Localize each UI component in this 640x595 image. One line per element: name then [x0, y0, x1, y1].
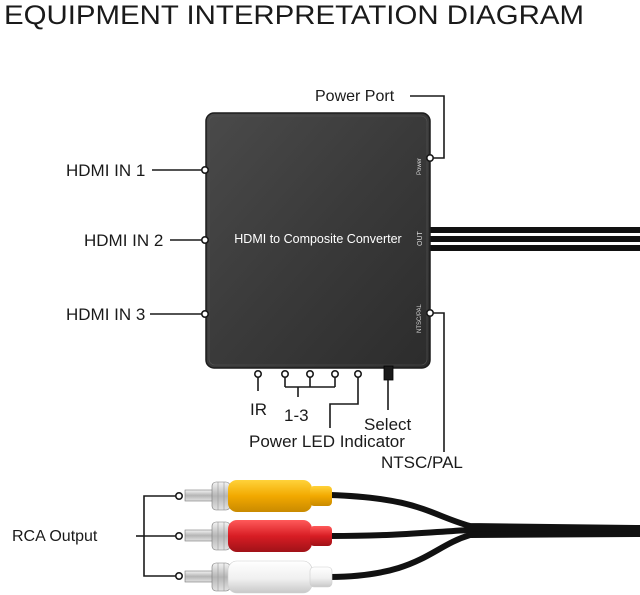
port-power-label: Power: [417, 158, 423, 175]
hdmi-in-3-label: HDMI IN 3: [66, 305, 145, 324]
rca-output-label: RCA Output: [12, 528, 98, 545]
ntsc-pal-callout: NTSC/PAL: [381, 308, 463, 472]
range-1-3-callout: 1-3: [280, 369, 339, 425]
converter-device: HDMI to Composite Converter Power OUT NT…: [205, 112, 431, 381]
hdmi-in-1-callout: HDMI IN 1: [66, 161, 210, 180]
power-led-callout: Power LED Indicator: [249, 369, 405, 451]
rca-plug-red: [184, 520, 332, 552]
hdmi-in-1-label: HDMI IN 1: [66, 161, 145, 180]
page-title: EQUIPMENT INTERPRETATION DIAGRAM: [4, 0, 584, 30]
hdmi-in-2-label: HDMI IN 2: [84, 231, 163, 250]
select-button: [383, 365, 394, 381]
rca-cables: [329, 492, 640, 580]
power-port-callout: Power Port: [315, 88, 445, 163]
hdmi-in-3-callout: HDMI IN 3: [66, 305, 210, 324]
ir-callout: IR: [250, 369, 267, 419]
hdmi-in-2-callout: HDMI IN 2: [84, 231, 210, 250]
device-name: HDMI to Composite Converter: [234, 232, 401, 246]
port-out-label: OUT: [417, 231, 424, 247]
ntsc-pal-label: NTSC/PAL: [381, 453, 463, 472]
power-led-label: Power LED Indicator: [249, 432, 405, 451]
select-label: Select: [364, 415, 412, 434]
power-port-label: Power Port: [315, 88, 395, 105]
rca-output-callout: RCA Output: [12, 491, 184, 580]
range-1-3-label: 1-3: [284, 406, 309, 425]
out-cable-group: [420, 227, 640, 251]
ir-label: IR: [250, 400, 267, 419]
select-callout: Select: [364, 380, 412, 434]
port-ntsc-pal-label: NTSC/PAL: [417, 303, 423, 333]
rca-plug-white: [184, 560, 333, 594]
rca-plug-yellow: [184, 480, 332, 512]
